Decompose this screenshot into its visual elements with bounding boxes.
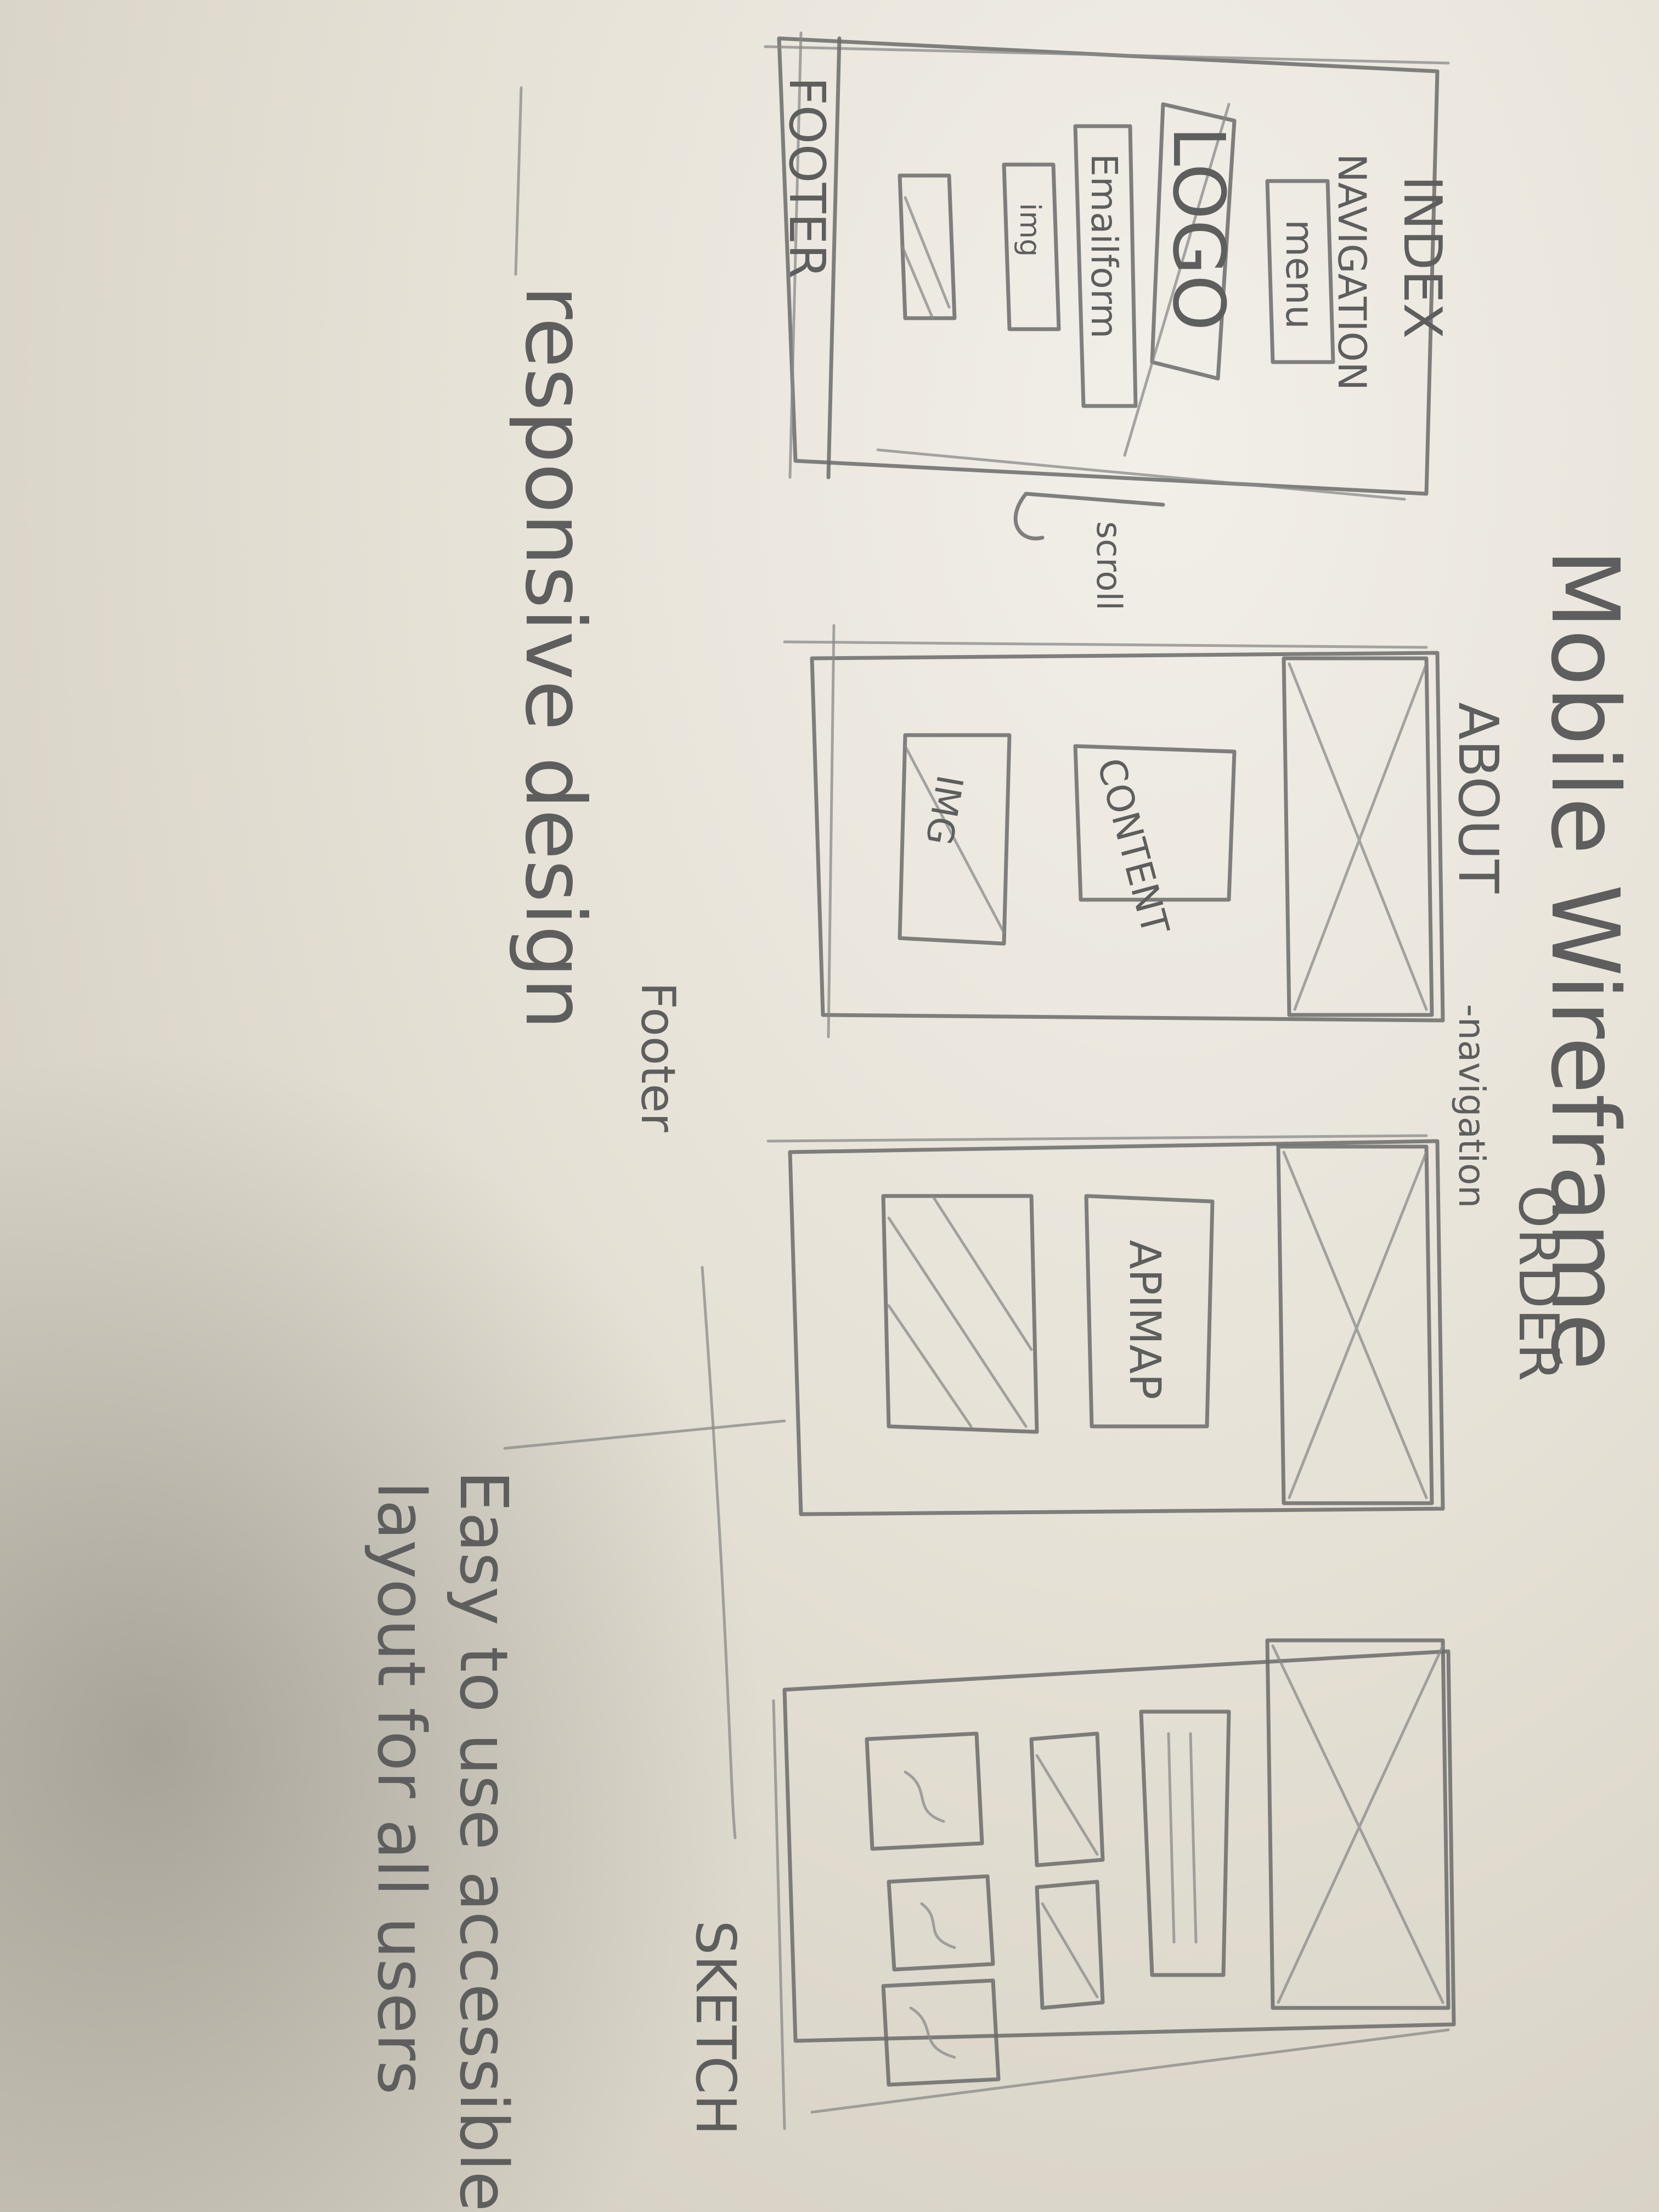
index-screen: [764, 31, 1450, 501]
left-annotation-line: [514, 86, 523, 276]
easy-annotation-line2: layout for all users: [363, 1481, 439, 2095]
logo-box: [1150, 102, 1237, 381]
footer-label: FOOTER: [778, 77, 836, 279]
footer-connector: [701, 1266, 737, 1839]
menu-label: menu: [1277, 219, 1322, 329]
content-box: [1073, 744, 1237, 902]
order-header-box: [1276, 1144, 1434, 1505]
about-label: ABOUT: [1446, 702, 1510, 894]
order-screen: [766, 1134, 1445, 1516]
footer-divider: [826, 36, 842, 479]
img-label: img: [1013, 203, 1046, 257]
sketch-title: Mobile Wireframe: [1530, 549, 1639, 1370]
footer-annotation: Footer: [630, 982, 685, 1132]
scroll-label: scroll: [1089, 521, 1129, 611]
about-header-box: [1282, 656, 1434, 1017]
sketch-header-box: [1265, 1638, 1451, 2010]
apimap-label: APIMAP: [1120, 1240, 1169, 1400]
content-label: CONTENT: [1088, 754, 1177, 939]
sketch-label: SKETCH: [684, 1920, 748, 2135]
easy-annotation-line1: Easy to use accessible: [445, 1470, 521, 2211]
img-box: [1002, 162, 1061, 331]
navigation-annotation: -navigation: [1451, 1004, 1493, 1208]
hand-shadow: [0, 1042, 768, 2212]
apimap-box: [1084, 1194, 1215, 1429]
navigation-label: NAVIGATION: [1329, 154, 1374, 391]
hatched-box: [898, 173, 957, 320]
order-hatched-box: [881, 1194, 1039, 1434]
about-screen: [783, 624, 1445, 1039]
index-label: INDEX: [1392, 176, 1452, 338]
emailform-box: [1073, 124, 1138, 408]
responsive-annotation: responsive design: [507, 285, 602, 1030]
sketch-screen: [772, 1638, 1456, 2130]
emailform-label: Emailform: [1083, 154, 1125, 338]
menu-box: [1265, 179, 1335, 364]
logo-label: LOGO: [1157, 126, 1240, 331]
sketch-text-box: [1139, 1709, 1231, 1977]
scroll-arrow: [1013, 492, 1165, 540]
order-label: ORDER: [1506, 1185, 1571, 1381]
about-img-box: [898, 733, 1012, 946]
footer-connector-2: [503, 1419, 786, 1450]
